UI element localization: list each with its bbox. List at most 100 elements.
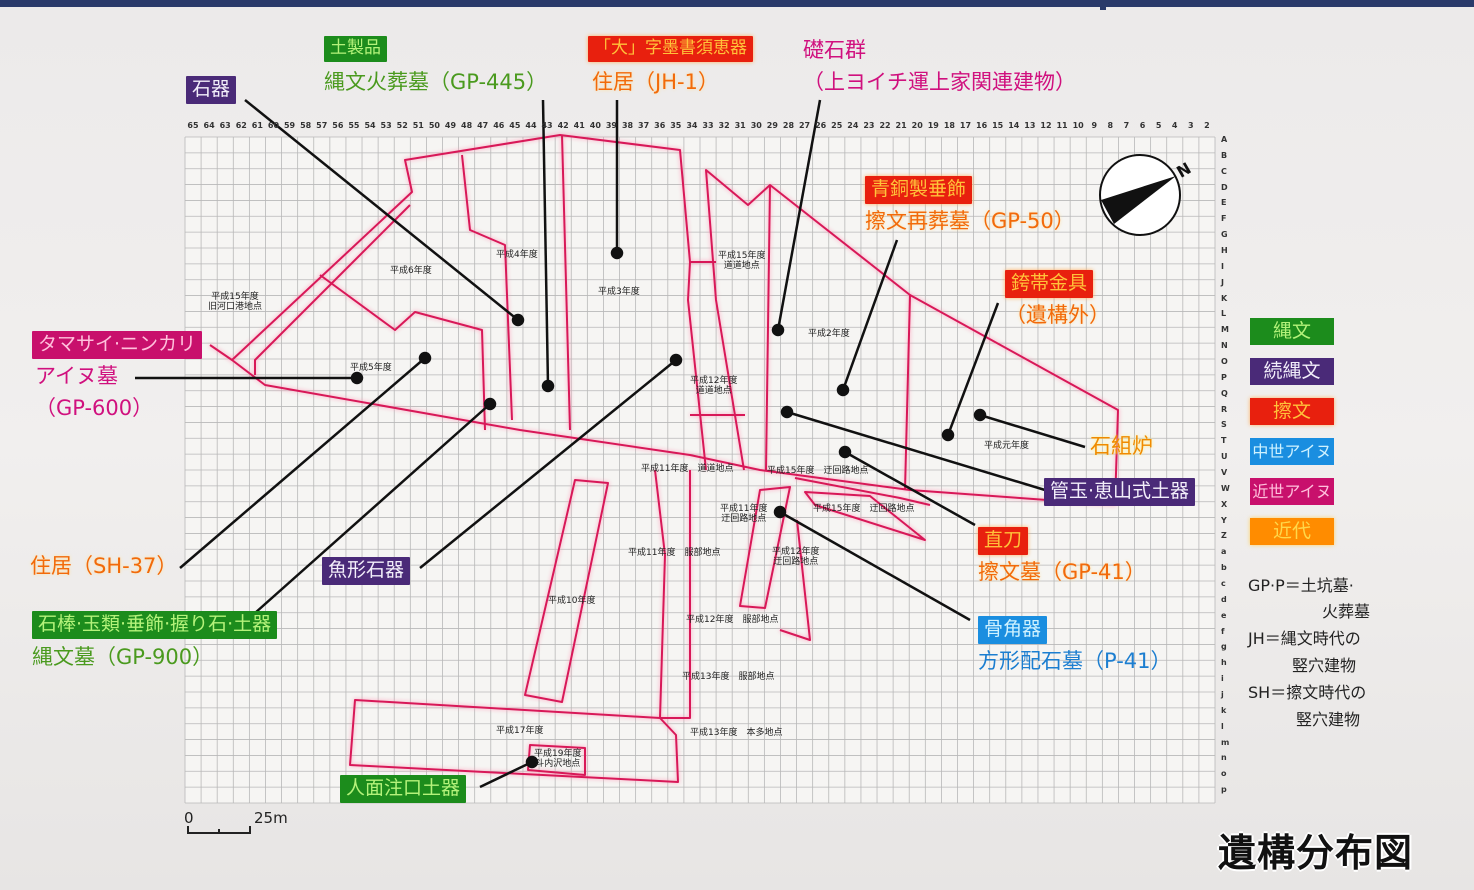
row-label: b: [1221, 563, 1227, 573]
boundary-h12-detour: [779, 519, 811, 641]
row-label: E: [1221, 198, 1227, 208]
row-label: h: [1221, 658, 1227, 668]
boundary-h15-detour-2: [804, 491, 926, 541]
column-label: 59: [283, 121, 296, 130]
area-label: 平成11年度 服部地点: [628, 548, 721, 558]
legend-early-modern-ainu: 近世アイヌ: [1250, 478, 1334, 505]
find-spot-dot: [418, 351, 432, 365]
row-label: e: [1221, 610, 1227, 620]
column-label: 46: [493, 121, 505, 130]
area-label: 平成10年度: [548, 596, 596, 606]
area-label: 平成11年度 道道地点: [641, 464, 734, 474]
column-label: 21: [895, 121, 907, 130]
area-label: 平成13年度 服部地点: [682, 672, 775, 682]
find-spot-dot: [511, 313, 525, 327]
find-spot-dot: [941, 428, 955, 442]
area-label: 平成4年度: [496, 250, 538, 260]
column-label: 12: [1040, 121, 1052, 130]
column-label: 50: [428, 121, 440, 130]
area-label: 平成15年度 迂回路地点: [767, 466, 869, 476]
row-label: V: [1221, 468, 1228, 477]
row-label: Y: [1221, 515, 1227, 525]
row-label: D: [1221, 182, 1228, 192]
row-label: X: [1221, 499, 1228, 509]
column-label: 18: [943, 121, 955, 130]
tag-tamasai: タマサイ·ニンカリ: [32, 331, 203, 359]
column-label: 28: [782, 121, 795, 130]
note-gp-cont: 火葬墓: [1322, 602, 1371, 621]
tag-chokuto: 直刀: [978, 527, 1029, 555]
column-label: 53: [380, 121, 392, 130]
row-label: j: [1221, 690, 1224, 699]
row-label: i: [1221, 674, 1224, 684]
row-label: I: [1221, 261, 1224, 271]
boundary-h6-inner: [254, 204, 411, 375]
column-label: 8: [1107, 121, 1114, 130]
column-label: 34: [686, 121, 698, 130]
column-label: 3: [1188, 121, 1194, 130]
callout-line-chokuto: [844, 450, 976, 527]
column-label: 7: [1123, 121, 1130, 130]
boundary-h3: [561, 134, 571, 431]
tag-seido: 青銅製垂飾: [865, 176, 973, 204]
area-label: 平成12年度 服部地点: [686, 615, 779, 625]
row-label: d: [1221, 594, 1227, 604]
column-label: 47: [477, 121, 489, 130]
boundary-h10: [524, 479, 609, 703]
column-label: 13: [1024, 121, 1036, 130]
column-label: 25: [831, 121, 843, 130]
excavation-boundaries: [209, 134, 1119, 783]
callout-line-kudatama: [786, 410, 1046, 492]
tag-kudatama: 管玉·恵山式土器: [1044, 478, 1196, 506]
row-label: H: [1221, 246, 1228, 255]
note-jh: JH＝縄文時代の: [1248, 629, 1361, 648]
area-label: 平成5年度: [350, 363, 392, 373]
area-label: 平成元年度: [984, 441, 1030, 451]
column-label: 27: [798, 121, 811, 130]
feature-soseki: 礎石群: [803, 38, 866, 62]
legend-modern: 近代: [1250, 518, 1334, 545]
column-label: 6: [1139, 121, 1146, 130]
column-label: 49: [444, 121, 457, 130]
row-label: m: [1221, 737, 1230, 747]
column-label: 33: [702, 121, 714, 130]
column-label: 31: [734, 121, 746, 130]
feature-gp50: 擦文再葬墓（GP-50）: [865, 209, 1075, 233]
row-label: c: [1221, 579, 1226, 588]
column-label: 37: [638, 121, 650, 130]
row-label: n: [1221, 753, 1227, 763]
column-label: 36: [654, 121, 666, 130]
map-title: 遺構分布図: [1218, 830, 1414, 875]
feature-jh1: 住居（JH-1）: [592, 70, 719, 94]
area-label: 平成2年度: [808, 329, 850, 339]
row-label: a: [1221, 547, 1227, 557]
find-spot-dot: [669, 353, 683, 367]
column-label: 26: [815, 121, 827, 130]
callout-line-gyokei: [419, 359, 677, 569]
column-label: 19: [927, 121, 939, 130]
grid-lines: [184, 136, 1216, 804]
row-label: C: [1221, 166, 1227, 176]
row-label: U: [1221, 452, 1228, 462]
area-label: 平成15年度 迂回路地点: [813, 504, 915, 514]
callout-line-ishigumiro: [979, 413, 1086, 449]
column-label: 57: [316, 121, 328, 130]
row-label: W: [1221, 483, 1230, 493]
feature-unjoya: （上ヨイチ運上家関連建物）: [803, 70, 1076, 94]
area-label: 平成12年度道道地点: [690, 376, 738, 397]
find-spot-dot: [780, 405, 794, 419]
row-label: g: [1221, 642, 1227, 652]
legend-jomon: 縄文: [1250, 318, 1334, 345]
row-label: o: [1221, 769, 1227, 779]
area-label: 平成17年度: [496, 726, 544, 736]
row-label: S: [1221, 420, 1227, 430]
column-label: 54: [364, 121, 376, 130]
boundary-h2: [765, 184, 771, 471]
column-label: 43: [541, 121, 553, 130]
column-label: 62: [235, 121, 247, 130]
column-label: 24: [847, 121, 859, 130]
column-label: 35: [670, 121, 682, 130]
area-label: 平成15年度旧河口港地点: [208, 292, 263, 313]
area-label: 平成15年度道道地点: [718, 251, 766, 272]
